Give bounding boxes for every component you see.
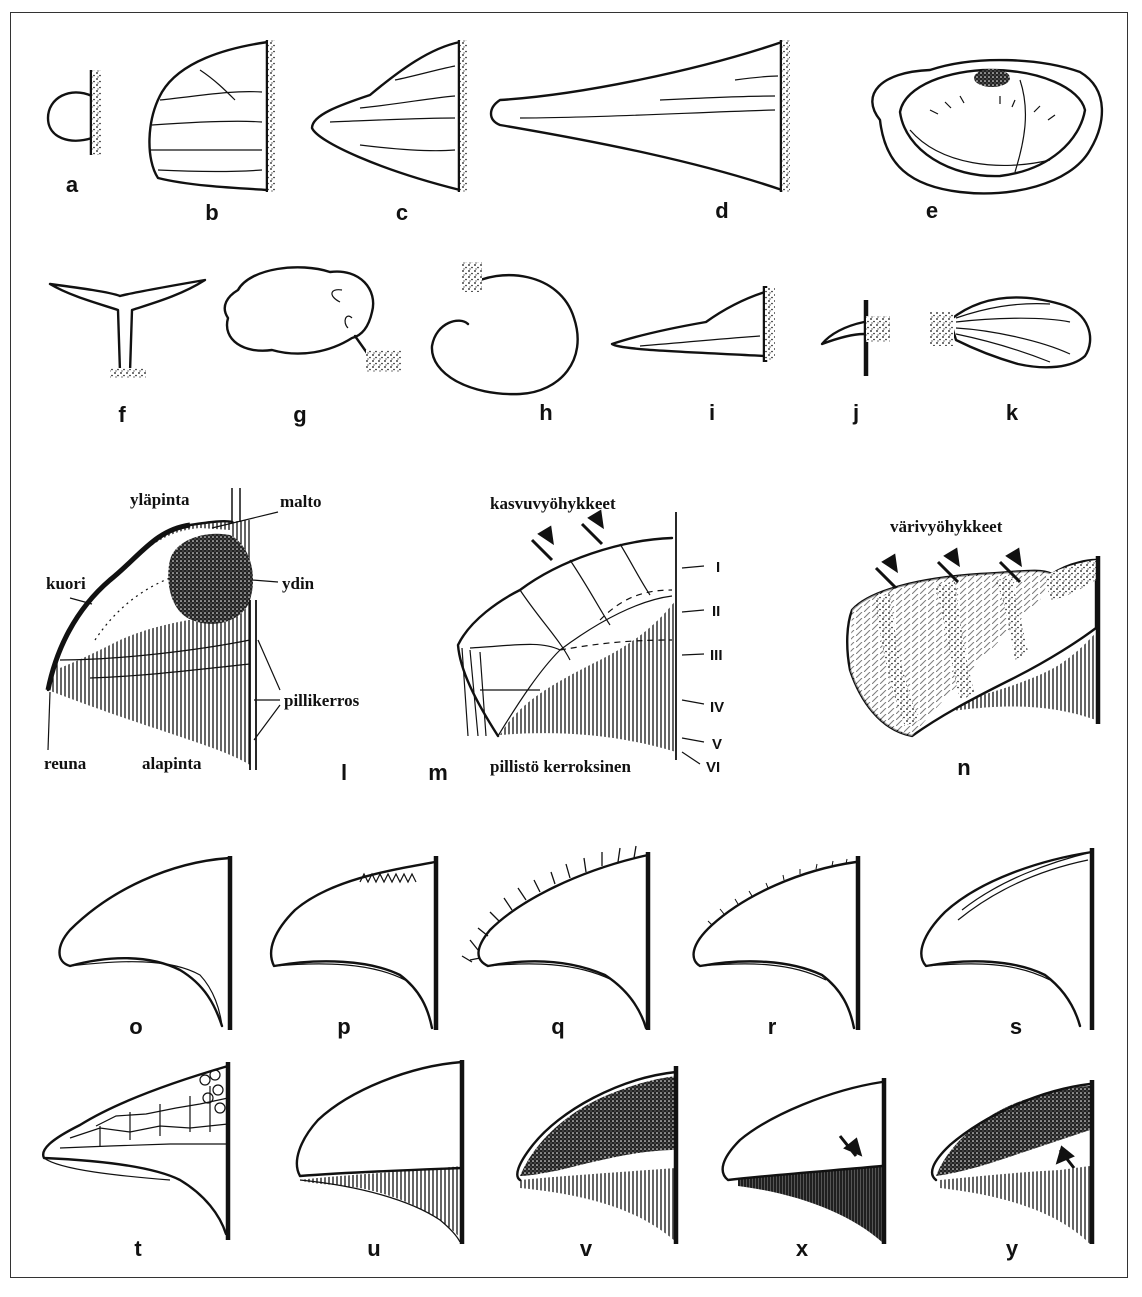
plate-border xyxy=(10,12,1128,1278)
